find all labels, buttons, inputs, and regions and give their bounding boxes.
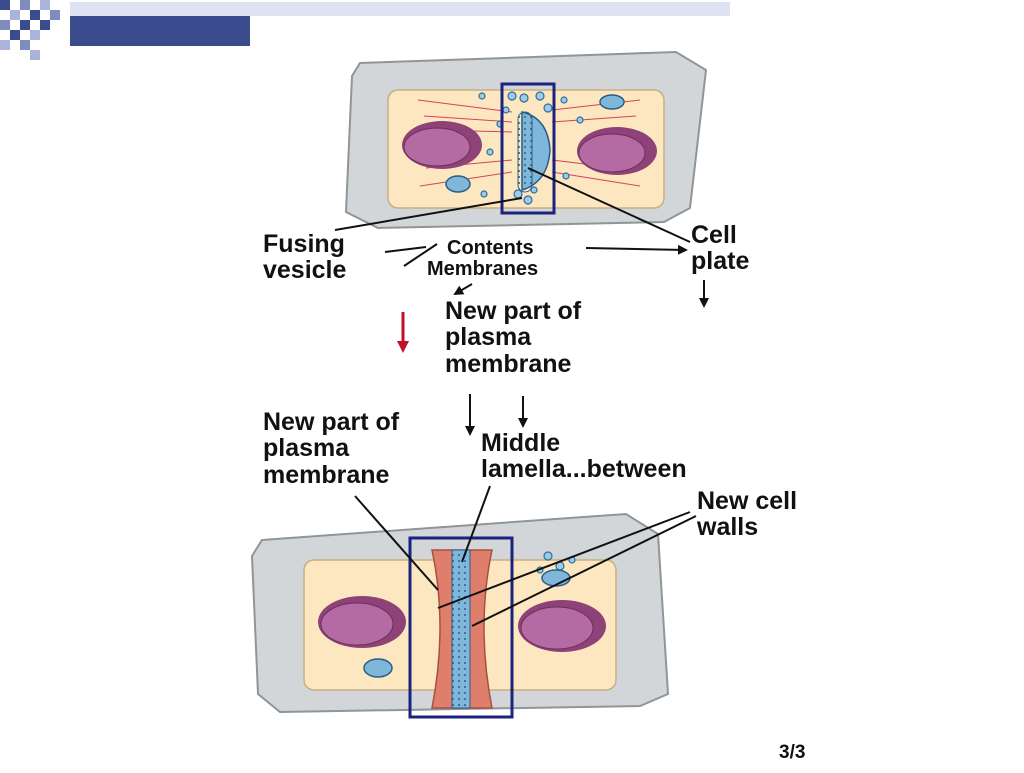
nucleus-left-top <box>402 121 482 169</box>
new-cell-wall <box>431 549 493 709</box>
cell-plate-forming <box>517 111 551 193</box>
nucleus-right-top <box>577 127 657 175</box>
membranes-label: Membranes <box>427 258 539 280</box>
new-plasma-membrane-label-top: New part of plasma membrane <box>445 297 582 378</box>
bottom-cell <box>250 512 670 714</box>
cell-plate-label: Cell plate <box>691 221 750 276</box>
new-cell-walls-label: New cell walls <box>697 487 798 542</box>
contents-label: Contents <box>447 237 534 259</box>
leader-lines-bottom <box>354 485 697 627</box>
middle-lamella-label: Middle lamella...between <box>481 429 687 484</box>
top-cell <box>344 50 708 230</box>
golgi-top <box>445 94 625 193</box>
down-arrows-middle <box>465 394 528 436</box>
title-bar-decoration <box>0 0 730 60</box>
highlight-box-top <box>500 82 556 215</box>
new-plasma-membrane-label-bottom: New part of plasma membrane <box>263 408 400 489</box>
leader-lines-top <box>334 167 709 308</box>
slide-number: 3/3 <box>779 742 806 763</box>
vesicles-top <box>478 91 584 205</box>
highlight-box-bottom <box>408 536 514 719</box>
fusing-vesicle-label: Fusing vesicle <box>263 230 347 285</box>
nucleus-left-bottom <box>318 596 406 648</box>
nucleus-right-bottom <box>518 600 606 652</box>
